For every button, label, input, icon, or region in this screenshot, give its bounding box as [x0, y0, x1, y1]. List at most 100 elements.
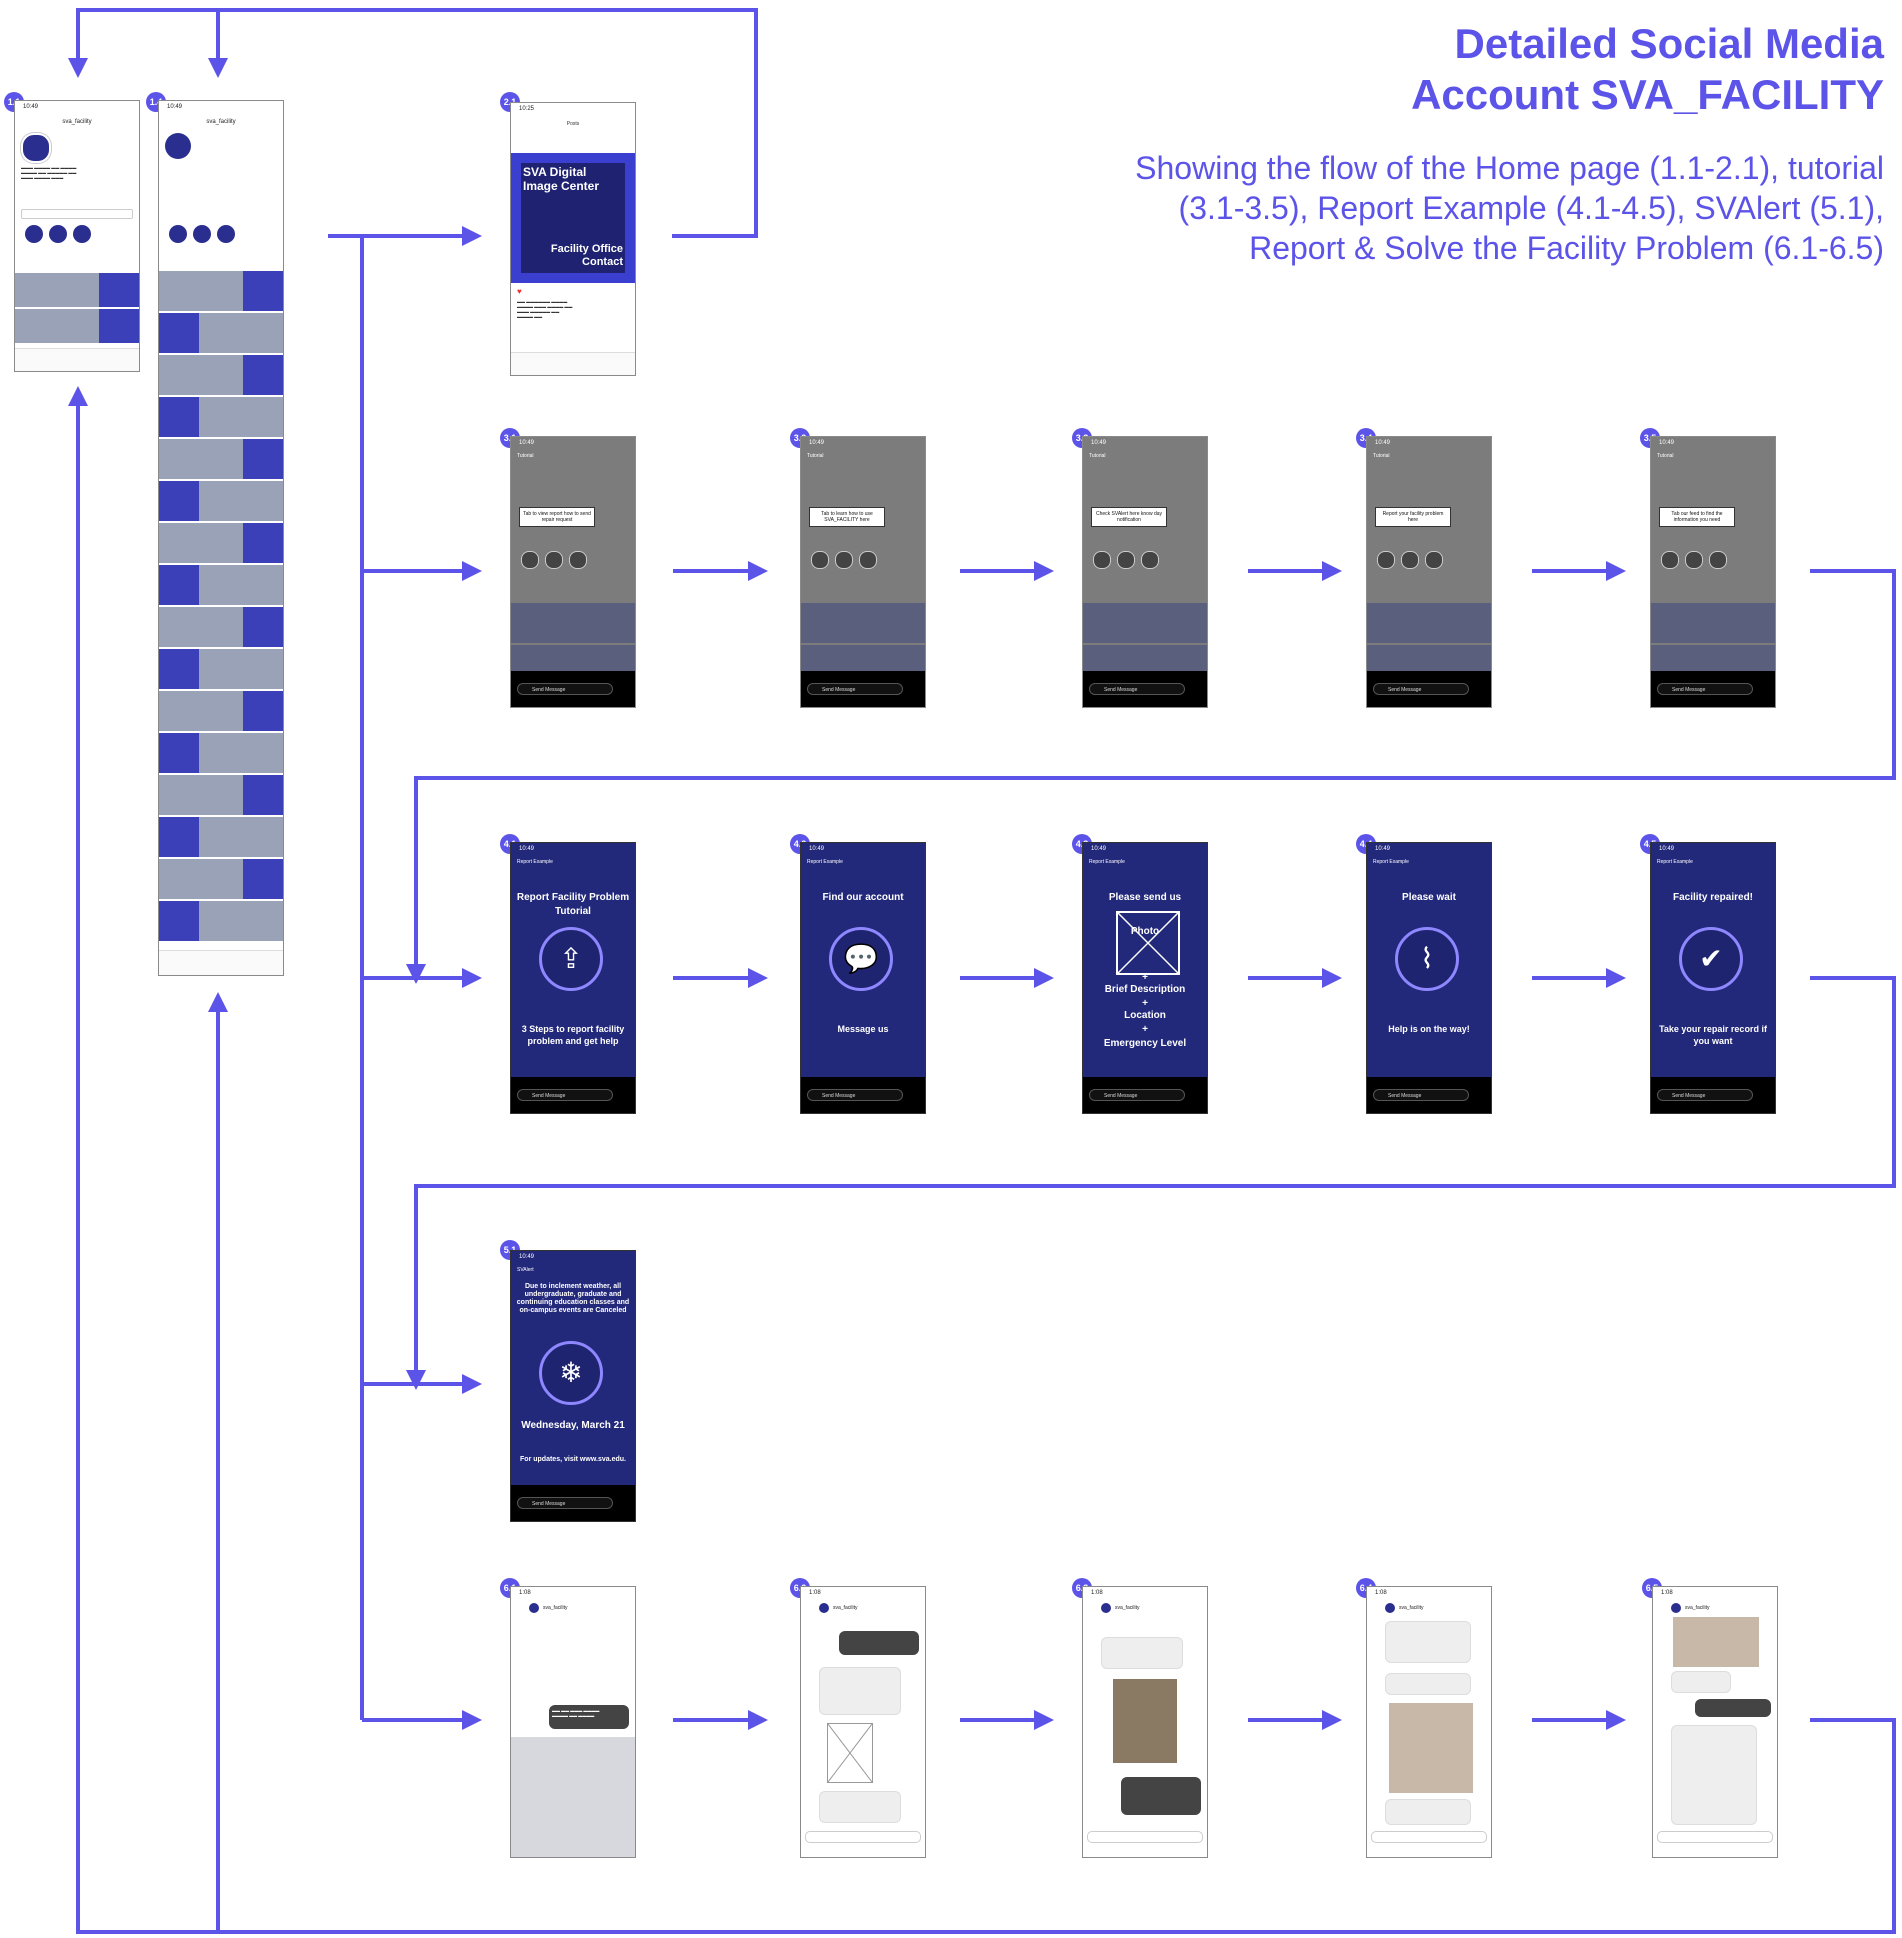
- highlight-report-icon[interactable]: [835, 551, 853, 569]
- screen-2-1-post[interactable]: 10:25 Posts SVA Digital Image Center Fac…: [510, 102, 636, 376]
- send-message-field[interactable]: Send Message: [1657, 683, 1753, 695]
- send-message-field[interactable]: Send Message: [807, 683, 903, 695]
- feed-row[interactable]: [511, 603, 635, 643]
- status-bar: 10:49: [519, 846, 535, 852]
- post-subtitle: Facility Office Contact: [550, 243, 623, 268]
- door-handle-photo[interactable]: [1113, 1679, 1177, 1763]
- highlight-svalert-icon[interactable]: [859, 551, 877, 569]
- highlight-svalert-icon[interactable]: [569, 551, 587, 569]
- feed-row[interactable]: [159, 439, 283, 479]
- status-bar: 1:08: [1091, 1590, 1103, 1596]
- screen-1-1-profile[interactable]: 10:49 sva_facility ▬▬▬ ▬▬▬▬ ▬▬ ▬▬▬▬▬▬▬▬ …: [14, 100, 140, 372]
- highlight-report-icon[interactable]: [1401, 551, 1419, 569]
- feed-row[interactable]: [15, 309, 139, 343]
- send-message-field[interactable]: Send Message: [517, 1089, 613, 1101]
- highlight-report-icon[interactable]: [49, 225, 67, 243]
- highlight-report-icon[interactable]: [545, 551, 563, 569]
- subtitle-line-1: Showing the flow of the Home page (1.1-2…: [1135, 150, 1884, 186]
- tab-bar[interactable]: [159, 950, 283, 975]
- send-message-field[interactable]: Send Message: [1089, 683, 1185, 695]
- highlight-tutorial-icon[interactable]: [811, 551, 829, 569]
- highlight-svalert-icon[interactable]: [1141, 551, 1159, 569]
- avatar: [819, 1603, 829, 1613]
- post-image[interactable]: SVA Digital Image Center Facility Office…: [511, 153, 635, 283]
- send-message-field[interactable]: Send Message: [1373, 1089, 1469, 1101]
- feed-row[interactable]: [159, 649, 283, 689]
- send-message-field[interactable]: Send Message: [517, 1497, 613, 1509]
- highlight-tutorial-icon[interactable]: [1093, 551, 1111, 569]
- message-input[interactable]: [805, 1831, 921, 1843]
- feed-row[interactable]: [1651, 603, 1775, 643]
- send-message-field[interactable]: Send Message: [1373, 683, 1469, 695]
- tab-bar[interactable]: [15, 348, 139, 371]
- feed-row[interactable]: [159, 523, 283, 563]
- feed-row[interactable]: [159, 313, 283, 353]
- feed-row[interactable]: [159, 607, 283, 647]
- technician-photo[interactable]: [1389, 1703, 1473, 1793]
- heart-icon[interactable]: ♥: [517, 287, 522, 296]
- screen-1-4-profile-scroll[interactable]: 10:49 sva_facility: [158, 100, 284, 976]
- feed-row[interactable]: [801, 603, 925, 643]
- highlight-report-icon[interactable]: [1117, 551, 1135, 569]
- screen-5-1-svalert[interactable]: 10:49 SVAlert Due to inclement weather, …: [510, 1250, 636, 1522]
- photo-placeholder-icon: [827, 1723, 873, 1783]
- highlight-svalert-icon[interactable]: [1709, 551, 1727, 569]
- feed-row[interactable]: [159, 565, 283, 605]
- message-input[interactable]: [1371, 1831, 1487, 1843]
- feed-row[interactable]: [159, 817, 283, 857]
- highlight-report-icon[interactable]: [193, 225, 211, 243]
- highlight-svalert-icon[interactable]: [217, 225, 235, 243]
- send-message-field[interactable]: Send Message: [517, 683, 613, 695]
- feed-row[interactable]: [159, 481, 283, 521]
- feed-row[interactable]: [1367, 603, 1491, 643]
- feed-row[interactable]: [159, 859, 283, 899]
- send-message-field[interactable]: Send Message: [1089, 1089, 1185, 1101]
- message-input[interactable]: [1657, 1831, 1773, 1843]
- highlight-report-icon[interactable]: [1685, 551, 1703, 569]
- feed-row[interactable]: [159, 355, 283, 395]
- chat-account-name: sva_facility: [1399, 1605, 1424, 1611]
- highlight-tutorial-icon[interactable]: [25, 225, 43, 243]
- highlight-tutorial-icon[interactable]: [1661, 551, 1679, 569]
- feed-row[interactable]: [159, 397, 283, 437]
- feed-row[interactable]: [159, 901, 283, 941]
- requirement-item: +: [1142, 972, 1148, 983]
- feed-row[interactable]: [159, 271, 283, 311]
- send-message-field[interactable]: Send Message: [807, 1089, 903, 1101]
- story-bottom-bar: Send Message: [1651, 1077, 1775, 1113]
- keyboard[interactable]: [511, 1737, 635, 1857]
- tab-bar[interactable]: [511, 352, 635, 375]
- highlight-tutorial-icon[interactable]: [521, 551, 539, 569]
- feed-row[interactable]: [159, 691, 283, 731]
- highlight-tutorial-icon[interactable]: [1377, 551, 1395, 569]
- follow-row[interactable]: [21, 209, 133, 219]
- technician-photo[interactable]: [1673, 1617, 1759, 1667]
- message-input[interactable]: [1087, 1831, 1203, 1843]
- send-message-field[interactable]: Send Message: [1657, 1089, 1753, 1101]
- feed-row[interactable]: [15, 273, 139, 307]
- feed-row[interactable]: [159, 775, 283, 815]
- highlight-svalert-icon[interactable]: [73, 225, 91, 243]
- highlight-tutorial-icon[interactable]: [169, 225, 187, 243]
- highlight-svalert-icon[interactable]: [1425, 551, 1443, 569]
- feed-row[interactable]: [1083, 603, 1207, 643]
- requirement-item: Brief Description: [1104, 984, 1186, 995]
- story-text: Message us: [837, 1024, 889, 1034]
- status-bar: 1:08: [519, 1590, 531, 1596]
- feed-row[interactable]: [159, 733, 283, 773]
